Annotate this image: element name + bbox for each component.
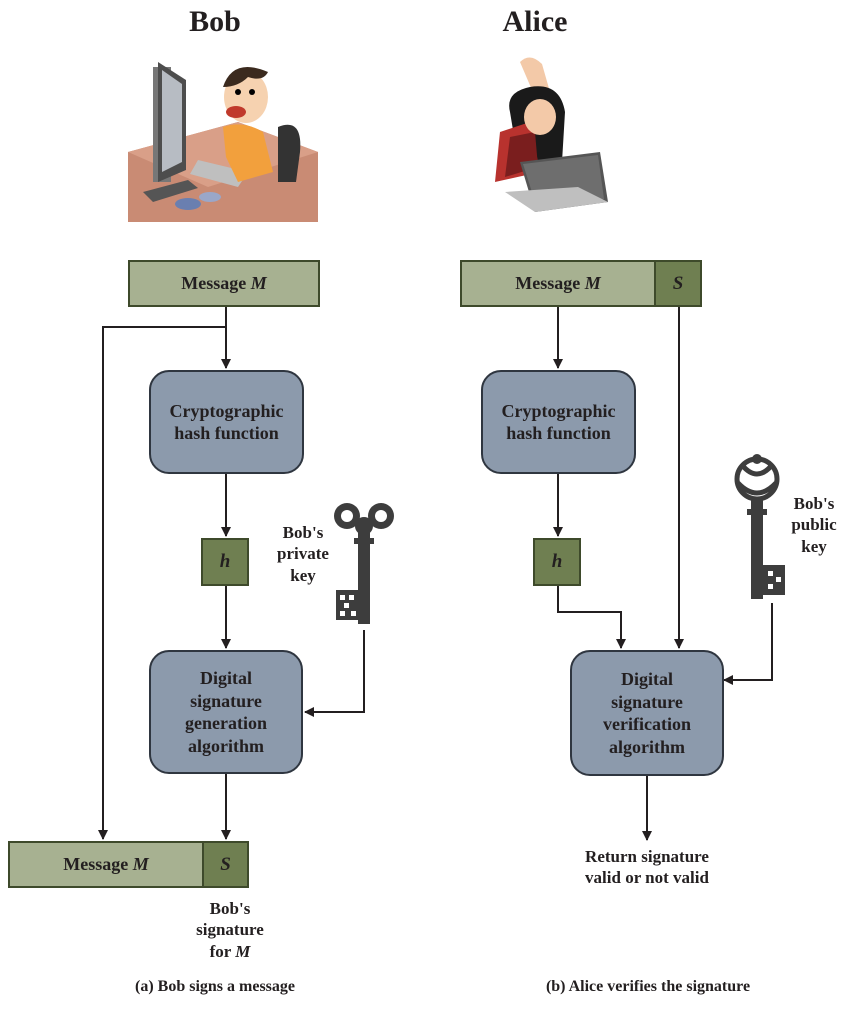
- bob-message-label: Message: [181, 273, 247, 293]
- bob-signature-caption-for: for: [209, 941, 236, 961]
- alice-message-box: Message M: [460, 260, 656, 307]
- alice-title: Alice: [502, 5, 568, 38]
- arrow-message-to-output: [98, 326, 226, 840]
- alice-message-var: M: [584, 273, 601, 293]
- arrow-public-key-to-verification: [723, 603, 773, 685]
- bob-signature-caption: Bob's signature for M: [185, 898, 275, 962]
- alice-verification-box: Digital signature verification algorithm: [570, 650, 724, 776]
- alice-caption: (b) Alice verifies the signature: [545, 978, 751, 995]
- alice-signature-box: S: [654, 260, 702, 307]
- alice-message-label: Message: [515, 273, 581, 293]
- bob-hash-function-box: Cryptographic hash function: [149, 370, 304, 474]
- alice-hash-function-box: Cryptographic hash function: [481, 370, 636, 474]
- alice-hash-value: h: [551, 551, 563, 572]
- arrow-h-to-verification: [557, 586, 626, 649]
- alice-public-key-label: Bob's public key: [791, 494, 837, 556]
- alice-hash-value-box: h: [533, 538, 581, 586]
- bob-output-message-label: Message: [63, 854, 129, 874]
- bob-signature: S: [220, 853, 231, 875]
- person-with-laptop-icon: [495, 57, 608, 212]
- bob-hash-value: h: [219, 551, 231, 572]
- alice-verification-label: Digital signature verification algorithm: [603, 669, 691, 757]
- bob-hash-function-label: Cryptographic hash function: [169, 400, 284, 444]
- private-key-icon: [334, 503, 394, 624]
- bob-hash-value-box: h: [201, 538, 249, 586]
- bob-private-key-label: Bob's private key: [277, 523, 329, 585]
- bob-generation-box: Digital signature generation algorithm: [149, 650, 303, 774]
- bob-output-message-var: M: [132, 854, 149, 874]
- alice-hash-function-label: Cryptographic hash function: [501, 400, 616, 444]
- person-at-desktop-icon: [128, 62, 318, 222]
- alice-result-label: Return signature valid or not valid: [562, 846, 732, 889]
- bob-generation-label: Digital signature generation algorithm: [185, 668, 267, 756]
- bob-title: Bob: [189, 5, 241, 38]
- bob-signature-caption-var: M: [235, 941, 251, 961]
- bob-signature-box: S: [202, 841, 249, 888]
- alice-signature: S: [672, 272, 684, 294]
- alice-result-text: Return signature valid or not valid: [585, 847, 709, 888]
- bob-message-box: Message M: [128, 260, 320, 307]
- bob-caption: (a) Bob signs a message: [134, 978, 295, 995]
- bob-message-var: M: [250, 273, 267, 293]
- bob-signature-caption-line1: Bob's signature: [196, 899, 264, 940]
- bob-output-message-box: Message M: [8, 841, 204, 888]
- public-key-icon: [734, 454, 785, 599]
- arrow-private-key-to-generation: [304, 630, 365, 717]
